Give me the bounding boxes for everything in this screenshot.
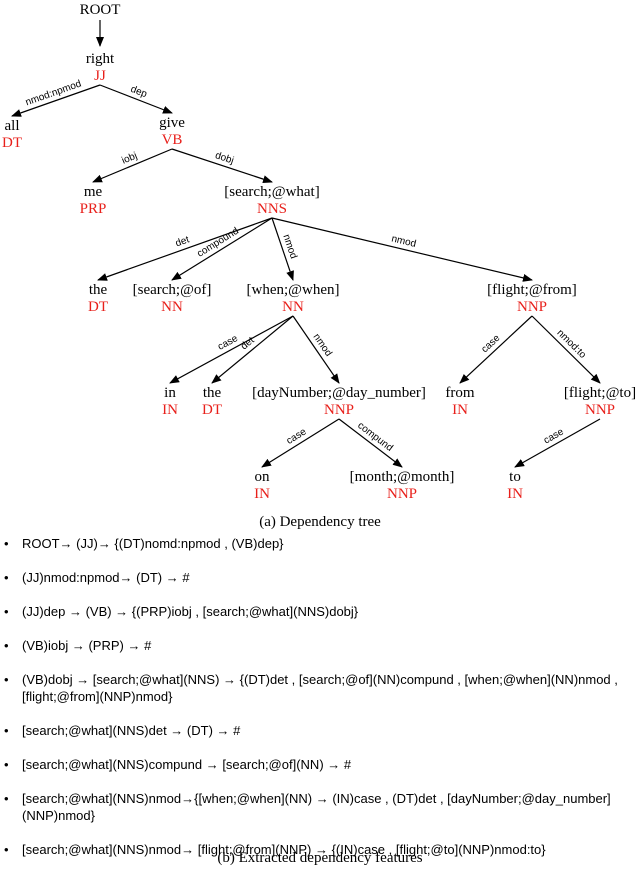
node-word-the2: the: [203, 385, 222, 401]
edge-label-search_what-the1: det: [174, 234, 191, 249]
node-tag-month: NNP: [387, 486, 417, 502]
node-word-give: give: [159, 115, 185, 131]
feature-item: [search;@what](NNS)compund → [search;@of…: [0, 756, 640, 773]
feature-item: (VB)dobj → [search;@what](NNS) → {(DT)de…: [0, 671, 640, 705]
node-word-right: right: [86, 51, 115, 67]
node-word-flight_to: [flight;@to]: [564, 385, 636, 401]
node-tag-give: VB: [162, 132, 183, 148]
node-tag-the2: DT: [202, 402, 222, 418]
node-word-when: [when;@when]: [247, 282, 340, 298]
node-word-flight_from: [flight;@from]: [487, 282, 577, 298]
node-tag-search_of: NN: [161, 299, 183, 315]
edge-label-when-daynumber: nmod: [311, 332, 334, 359]
caption-extracted-features: (b) Extracted dependency features: [217, 850, 423, 866]
edge-label-when-in: case: [216, 333, 240, 353]
feature-item: [search;@what](NNS)nmod→{[when;@when](NN…: [0, 790, 640, 824]
node-word-search_of: [search;@of]: [133, 282, 212, 298]
root-label: ROOT: [80, 2, 121, 18]
feature-item: (JJ)dep → (VB) → {(PRP)iobj , [search;@w…: [0, 603, 640, 620]
node-tag-flight_from: NNP: [517, 299, 547, 315]
edge-label-daynumber-on: case: [285, 426, 309, 447]
node-tag-to: IN: [507, 486, 523, 502]
edge-search_what-flight_from: [271, 217, 533, 282]
node-word-me: me: [84, 184, 103, 200]
feature-item: [search;@what](NNS)det → (DT) → #: [0, 722, 640, 739]
edge-daynumber-month: [338, 418, 403, 468]
node-word-from: from: [445, 385, 474, 401]
node-tag-flight_to: NNP: [585, 402, 615, 418]
feature-item: ROOT→ (JJ)→ {(DT)nomd:npmod , (VB)dep}: [0, 535, 640, 552]
edge-right-give: [99, 84, 173, 114]
edge-label-search_what-when: nmod: [280, 233, 298, 260]
edge-flight_to-to: [514, 418, 601, 468]
node-word-daynumber: [dayNumber;@day_number]: [252, 385, 426, 401]
edge-label-right-all: nmod:npmod: [24, 79, 83, 109]
edge-flight_from-flight_to: [531, 315, 601, 384]
edge-label-flight_from-from: case: [479, 332, 502, 355]
edge-label-flight_from-flight_to: nmod:to: [555, 328, 589, 362]
edge-when-the2: [211, 315, 294, 384]
edge-right-all: [11, 84, 101, 117]
node-tag-from: IN: [452, 402, 468, 418]
caption-dependency-tree: (a) Dependency tree: [259, 514, 381, 530]
edge-give-me: [92, 148, 173, 183]
node-tag-me: PRP: [80, 201, 107, 217]
edge-flight_from-from: [459, 315, 533, 384]
node-word-to: to: [509, 469, 521, 485]
extracted-features-list: ROOT→ (JJ)→ {(DT)nomd:npmod , (VB)dep} (…: [0, 535, 640, 875]
node-tag-in: IN: [162, 402, 178, 418]
node-tag-on: IN: [254, 486, 270, 502]
edge-daynumber-on: [261, 418, 340, 468]
feature-item: (VB)iobj → (PRP) → #: [0, 637, 640, 654]
edge-search_what-when: [271, 217, 294, 281]
node-word-search_what: [search;@what]: [224, 184, 319, 200]
edge-search_what-search_of: [171, 217, 273, 281]
edge-label-daynumber-month: compund: [355, 420, 394, 454]
node-tag-right: JJ: [94, 68, 106, 84]
node-tag-search_what: NNS: [257, 201, 287, 217]
edge-search_what-the1: [97, 217, 273, 281]
edge-when-in: [169, 315, 294, 384]
edge-label-flight_to-to: case: [542, 426, 566, 446]
node-word-the1: the: [89, 282, 108, 298]
edge-give-search_what: [171, 148, 273, 183]
edge-when-daynumber: [292, 315, 340, 384]
feature-item: [search;@what](NNS)nmod→ [flight;@from](…: [0, 841, 640, 858]
feature-item: (JJ)nmod:npmod→ (DT) → #: [0, 569, 640, 586]
node-tag-daynumber: NNP: [324, 402, 354, 418]
node-tag-all: DT: [2, 135, 22, 151]
node-word-all: all: [5, 118, 20, 134]
node-tag-the1: DT: [88, 299, 108, 315]
node-word-month: [month;@month]: [350, 469, 455, 485]
node-word-in: in: [164, 385, 176, 401]
node-word-on: on: [255, 469, 271, 485]
node-tag-when: NN: [282, 299, 304, 315]
